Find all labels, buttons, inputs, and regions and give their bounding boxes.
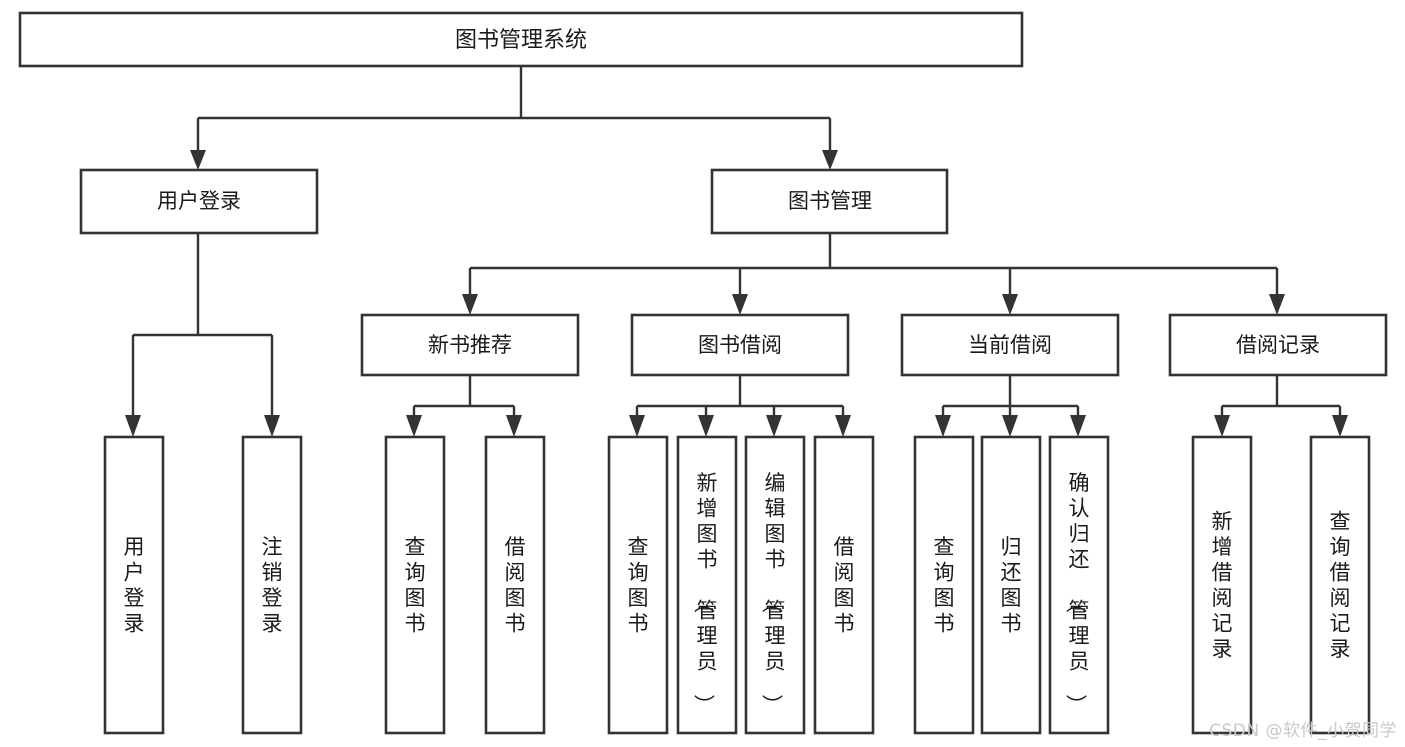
arrow-record-leaf1 [1214,415,1230,437]
leaf-recommend-1-box[interactable] [384,435,446,735]
leaf-user-login-2-label: 注销登录 [262,535,283,636]
arrow-recommend-leaf1 [406,415,422,437]
leaf-recommend-1[interactable]: 查询图书 [384,435,446,735]
node-book-borrow-label: 图书借阅 [698,333,782,357]
leaf-borrow-2-label: 新增图书（管理员） [692,471,718,715]
arrow-record-leaf2 [1332,415,1348,437]
leaf-borrow-2[interactable]: 新增图书（管理员） [676,435,738,735]
arrow-book-manage-c3 [1002,294,1018,315]
leaf-recommend-2-box[interactable] [484,435,546,735]
connector-layer [125,66,1348,437]
node-borrow-record-label: 借阅记录 [1236,333,1320,357]
leaf-record-1[interactable]: 新增借阅记录 [1191,435,1253,735]
node-new-book-recommend[interactable]: 新书推荐 [360,313,580,377]
leaf-borrow-3-label: 编辑图书（管理员） [760,471,786,715]
node-book-manage[interactable]: 图书管理 [710,168,949,235]
arrow-user-login-leaf2 [264,415,280,437]
leaf-current-1[interactable]: 查询图书 [913,435,975,735]
node-user-login-box[interactable] [79,168,319,235]
leaf-current-3-label: 确认归还（管理员） [1064,471,1090,715]
arrow-current-leaf3 [1070,415,1086,437]
leaf-borrow-2-box[interactable] [676,435,738,735]
leaf-recommend-2[interactable]: 借阅图书 [484,435,546,735]
leaf-current-1-box[interactable] [913,435,975,735]
leaf-record-1-label: 新增借阅记录 [1212,509,1233,661]
arrow-recommend-leaf2 [506,415,522,437]
leaf-borrow-1-label: 查询图书 [628,535,649,636]
leaf-current-2-box[interactable] [980,435,1042,735]
node-current-borrow-box[interactable] [900,313,1120,377]
leaf-borrow-1[interactable]: 查询图书 [607,435,669,735]
arrow-borrow-leaf4 [835,415,851,437]
node-root[interactable]: 图书管理系统 [18,11,1024,68]
node-borrow-record-box[interactable] [1168,313,1388,377]
leaf-record-1-box[interactable] [1191,435,1253,735]
node-new-book-recommend-box[interactable] [360,313,580,377]
node-new-book-recommend-label: 新书推荐 [428,333,512,357]
arrow-borrow-leaf1 [629,415,645,437]
arrow-user-login-leaf1 [125,415,141,437]
leaf-current-2-label: 归还图书 [1001,535,1022,636]
node-root-label: 图书管理系统 [455,28,587,53]
leaf-user-login-1[interactable]: 用户登录 [103,435,165,735]
arrow-current-leaf1 [935,415,951,437]
node-current-borrow-label: 当前借阅 [968,333,1052,357]
arrow-root-to-book-manage [822,150,838,170]
leaf-user-login-2[interactable]: 注销登录 [241,435,303,735]
leaf-borrow-4-label: 借阅图书 [834,535,855,636]
leaf-user-login-2-box[interactable] [241,435,303,735]
node-borrow-record[interactable]: 借阅记录 [1168,313,1388,377]
leaf-current-2[interactable]: 归还图书 [980,435,1042,735]
node-book-manage-box[interactable] [710,168,949,235]
arrow-book-manage-c2 [732,294,748,315]
arrow-borrow-leaf3 [766,415,782,437]
csdn-watermark: CSDN @软件_小贺同学 [1209,721,1397,741]
leaf-layer: 用户登录 注销登录 查询图书 借阅图书 查询图书 新增图书 [103,435,1371,735]
arrow-book-manage-c4 [1269,294,1285,315]
arrow-borrow-leaf2 [698,415,714,437]
arrow-root-to-user-login [190,150,206,170]
leaf-borrow-4-box[interactable] [813,435,875,735]
leaf-user-login-1-label: 用户登录 [124,535,145,636]
node-book-manage-label: 图书管理 [788,189,872,213]
leaf-record-2-box[interactable] [1309,435,1371,735]
leaf-record-2[interactable]: 查询借阅记录 [1309,435,1371,735]
node-current-borrow[interactable]: 当前借阅 [900,313,1120,377]
leaf-current-1-label: 查询图书 [934,535,955,636]
leaf-record-2-label: 查询借阅记录 [1330,509,1351,661]
leaf-current-3[interactable]: 确认归还（管理员） [1048,435,1110,735]
node-user-login[interactable]: 用户登录 [79,168,319,235]
leaf-borrow-3-box[interactable] [744,435,806,735]
node-book-borrow-box[interactable] [630,313,850,377]
node-book-borrow[interactable]: 图书借阅 [630,313,850,377]
node-user-login-label: 用户登录 [157,189,241,213]
leaf-recommend-2-label: 借阅图书 [505,535,526,636]
arrow-book-manage-c1 [462,294,478,315]
node-root-box[interactable] [18,11,1024,68]
leaf-user-login-1-box[interactable] [103,435,165,735]
leaf-borrow-1-box[interactable] [607,435,669,735]
arrow-current-leaf2 [1002,415,1018,437]
leaf-current-3-box[interactable] [1048,435,1110,735]
leaf-borrow-3[interactable]: 编辑图书（管理员） [744,435,806,735]
leaf-recommend-1-label: 查询图书 [405,535,426,636]
leaf-borrow-4[interactable]: 借阅图书 [813,435,875,735]
